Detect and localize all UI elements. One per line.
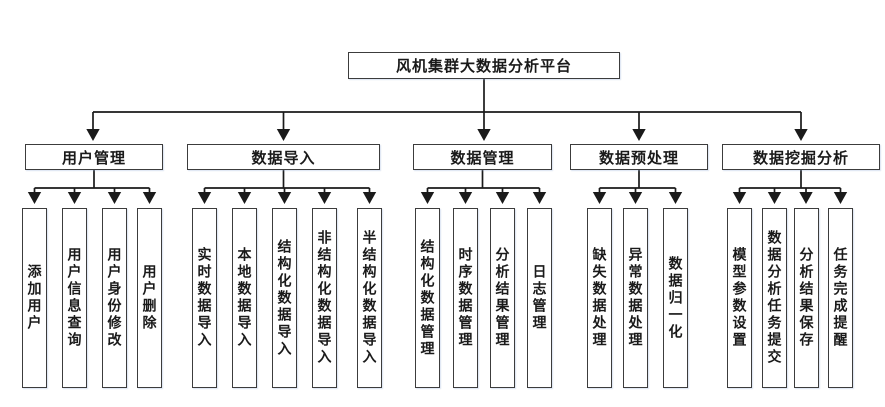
node-label: 异常数据处理: [627, 247, 644, 349]
node-label: 用户身份修改: [106, 247, 123, 349]
root-node-platform-title: 风机集群大数据分析平台: [348, 52, 620, 79]
node-label: 结构化数据导入: [276, 238, 293, 358]
node-label: 半结构化数据导入: [361, 230, 378, 366]
group-data-mining-analysis: 数据挖掘分析: [722, 144, 880, 170]
node-semi-structured-data-import: 半结构化数据导入: [357, 208, 382, 388]
node-data-normalization: 数据归一化: [663, 208, 688, 388]
node-label: 日志管理: [531, 264, 548, 332]
node-timeseries-data-management: 时序数据管理: [453, 208, 478, 388]
group-data-import: 数据导入: [187, 144, 380, 170]
node-label: 数据归一化: [667, 255, 684, 341]
node-label: 时序数据管理: [457, 247, 474, 349]
node-label: 模型参数设置: [731, 247, 748, 349]
node-analysis-result-management: 分析结果管理: [490, 208, 515, 388]
node-label: 数据分析任务提交: [766, 230, 783, 366]
node-user-delete: 用户删除: [137, 208, 162, 388]
node-local-data-import: 本地数据导入: [232, 208, 257, 388]
node-label: 添加用户: [26, 264, 43, 332]
node-abnormal-data-processing: 异常数据处理: [623, 208, 648, 388]
node-realtime-data-import: 实时数据导入: [192, 208, 217, 388]
group-data-management: 数据管理: [413, 144, 552, 170]
node-missing-data-processing: 缺失数据处理: [587, 208, 612, 388]
node-log-management: 日志管理: [527, 208, 552, 388]
node-unstructured-data-import: 非结构化数据导入: [312, 208, 337, 388]
node-label: 用户信息查询: [66, 247, 83, 349]
node-label: 任务完成提醒: [832, 247, 849, 349]
node-structured-data-import: 结构化数据导入: [272, 208, 297, 388]
node-label: 本地数据导入: [236, 247, 253, 349]
node-user-identity-modify: 用户身份修改: [102, 208, 127, 388]
node-analysis-result-save: 分析结果保存: [794, 208, 819, 388]
node-label: 用户删除: [141, 264, 158, 332]
node-task-completion-reminder: 任务完成提醒: [828, 208, 853, 388]
node-structured-data-management: 结构化数据管理: [415, 208, 440, 388]
node-label: 实时数据导入: [196, 247, 213, 349]
node-label: 分析结果管理: [494, 247, 511, 349]
node-analysis-task-submit: 数据分析任务提交: [762, 208, 787, 388]
group-user-management: 用户管理: [25, 144, 163, 170]
node-add-user: 添加用户: [22, 208, 47, 388]
node-label: 非结构化数据导入: [316, 230, 333, 366]
node-label: 结构化数据管理: [419, 238, 436, 358]
node-model-parameter-setting: 模型参数设置: [727, 208, 752, 388]
node-label: 分析结果保存: [798, 247, 815, 349]
node-user-info-query: 用户信息查询: [62, 208, 87, 388]
node-label: 缺失数据处理: [591, 247, 608, 349]
group-data-preprocessing: 数据预处理: [570, 144, 708, 170]
